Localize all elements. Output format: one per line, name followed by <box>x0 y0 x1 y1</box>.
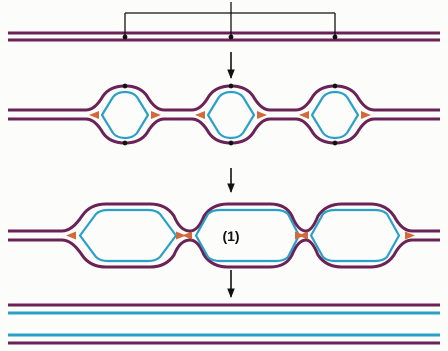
origin-marker-2 <box>228 34 234 40</box>
fork-arrow-left-2 <box>182 231 192 240</box>
new-strand-bubble-1 <box>100 90 150 140</box>
fork-arrow-left-3 <box>298 231 308 240</box>
stage-2-replication-bubbles <box>8 83 440 146</box>
origin-marker-3 <box>332 140 338 146</box>
parental-strand-bottom <box>8 238 440 269</box>
stage-4-daughter-duplexes <box>8 303 440 345</box>
new-strand-bubble-3 <box>309 208 401 263</box>
origin-marker-1 <box>122 83 128 89</box>
origin-marker-1 <box>122 140 128 146</box>
new-strand-bubble-2 <box>194 208 301 263</box>
fork-arrow-right-1 <box>151 111 161 119</box>
fork-arrow-right-1 <box>176 231 186 240</box>
bubble-label: (1) <box>222 228 239 244</box>
fork-arrow-left-3 <box>299 111 309 119</box>
origin-marker-3 <box>332 34 338 40</box>
fork-arrow-left-1 <box>66 231 76 240</box>
parental-strand-top <box>8 202 440 233</box>
parental-strand-bottom <box>8 117 440 145</box>
origin-marker-1 <box>122 34 128 40</box>
parental-strand-top <box>8 84 440 112</box>
origin-bracket <box>124 2 336 36</box>
fork-arrow-left-1 <box>89 111 99 119</box>
fork-arrow-right-2 <box>257 111 267 119</box>
stage-3-expanding-bubbles: (1) <box>8 202 440 269</box>
new-strand-bubble-2 <box>206 90 256 140</box>
fork-arrow-right-3 <box>361 111 371 119</box>
fork-arrow-right-3 <box>405 231 415 240</box>
new-strand-bubble-3 <box>310 90 360 140</box>
fork-arrow-left-2 <box>195 111 205 119</box>
origin-marker-3 <box>332 83 338 89</box>
origin-marker-2 <box>228 83 234 89</box>
origin-marker-2 <box>228 140 234 146</box>
stage-1-unreplicated-dna <box>8 2 440 42</box>
new-strand-bubble-1 <box>78 208 178 263</box>
